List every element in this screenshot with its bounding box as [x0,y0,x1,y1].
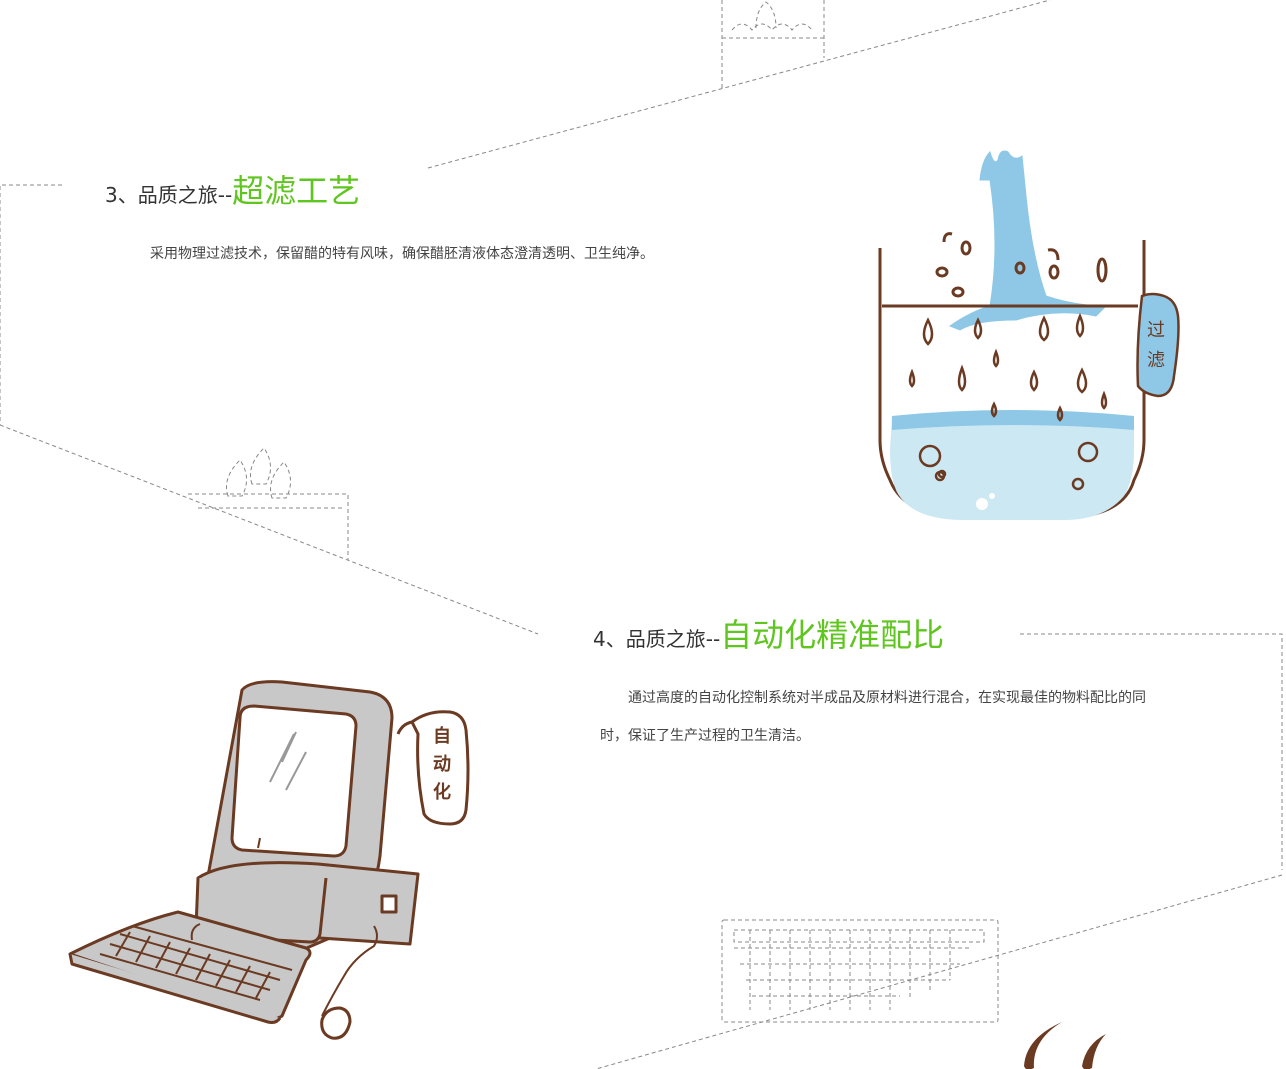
quote-mark-icon [1024,1022,1106,1069]
computer-tag-char-2: 动 [433,754,451,775]
section-4-title: 4、品质之旅--自动化精准配比 [593,610,944,656]
computer-tag-char-3: 化 [433,781,451,803]
filter-tag-char-1: 过 [1147,320,1165,341]
section-3-title: 3、品质之旅--超滤工艺 [105,166,360,212]
filter-tag-char-2: 滤 [1147,350,1165,371]
section-3-title-prefix: 3、品质之旅-- [105,183,233,207]
computer-icon: 自 动 化 [68,680,470,1040]
section-4-title-prefix: 4、品质之旅-- [593,627,721,651]
section-4-body: 通过高度的自动化控制系统对半成品及原材料进行混合，在实现最佳的物料配比的同时，保… [600,690,1146,744]
section-4-title-highlight: 自动化精准配比 [720,616,945,654]
section-3-title-highlight: 超滤工艺 [232,172,361,210]
section-3-body: 采用物理过滤技术，保留醋的特有风味，确保醋胚清液体态澄清透明、卫生纯净。 [150,246,654,262]
computer-tag-char-1: 自 [433,725,451,747]
filter-beaker-icon: 过 滤 [878,150,1180,520]
